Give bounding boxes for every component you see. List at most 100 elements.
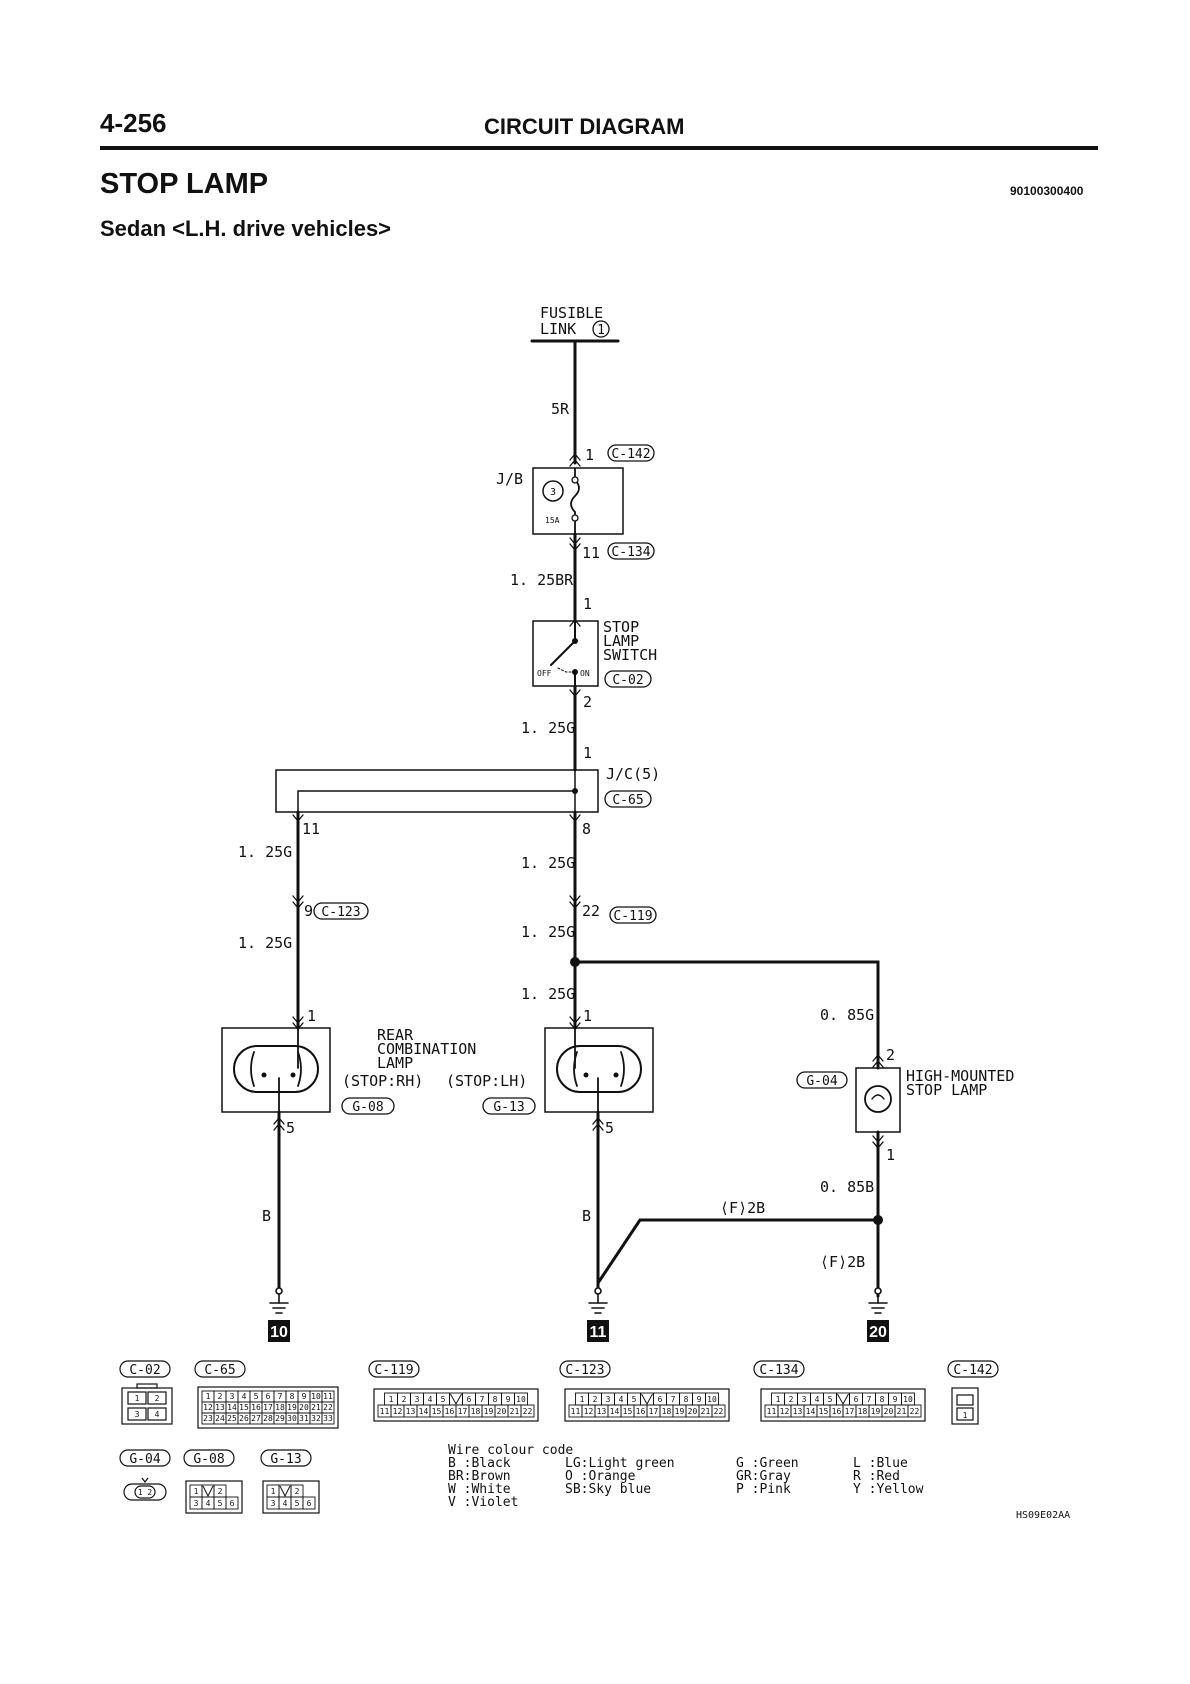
connector-pin-label: 4 (428, 1395, 433, 1404)
g04-pins: 1 2 (138, 1488, 153, 1497)
header-rule (100, 146, 1098, 150)
switch-label-1: STOP (603, 618, 639, 636)
connector-pin-label: 21 (701, 1407, 711, 1416)
rear-lamp-rh-box (221, 1027, 331, 1113)
wire-colour-r: R :Red (853, 1469, 900, 1484)
connector-pin-label: 3 (230, 1392, 235, 1401)
wire-label-b-left: B (262, 1207, 271, 1225)
connector-pin-label: 29 (275, 1414, 285, 1423)
fusible-link-label: FUSIBLE (540, 304, 603, 322)
pin-c119: 22 (582, 902, 600, 920)
high-mounted-label-1: HIGH-MOUNTED (906, 1067, 1014, 1085)
connector-pin-label: 22 (523, 1407, 533, 1416)
joint-connector-box (275, 769, 599, 813)
c02-pin-2: 2 (155, 1394, 160, 1403)
connector-pin-label: 1 (389, 1395, 394, 1404)
pin-switch-out: 2 (583, 693, 592, 711)
connector-pin-label: 1 (580, 1395, 585, 1404)
connector-pin-label: 15 (623, 1407, 633, 1416)
switch-label-2: LAMP (603, 632, 639, 650)
legend-g13: G-13 (270, 1452, 301, 1467)
connector-pin-label: 21 (311, 1403, 321, 1412)
connector-pin-label: 5 (254, 1392, 259, 1401)
connector-pin-label: 19 (871, 1407, 881, 1416)
fuse-icon (570, 468, 580, 535)
stop-lamp-switch-box (532, 620, 599, 687)
wire-label-085b: 0. 85B (820, 1178, 874, 1196)
legend-g08: G-08 (193, 1452, 224, 1467)
connector-pin-label: 4 (283, 1499, 288, 1508)
connector-pin-label: 14 (610, 1407, 620, 1416)
c02-pin-1: 1 (135, 1394, 140, 1403)
connector-pin-label: 9 (893, 1395, 898, 1404)
connector-pin-label: 2 (295, 1487, 300, 1496)
connector-pin-label: 3 (415, 1395, 420, 1404)
ground-symbol-10 (269, 1287, 289, 1314)
ground-label-10: 10 (270, 1324, 288, 1341)
connector-pin-label: 13 (597, 1407, 607, 1416)
wire-colour-o: O :Orange (565, 1469, 636, 1484)
connector-pin-label: 33 (323, 1414, 333, 1423)
stop-lh-label: (STOP:LH) (446, 1072, 527, 1090)
wire-label-125g-left1: 1. 25G (238, 843, 292, 861)
rear-lamp-lh-box (544, 1027, 654, 1113)
connector-pin-label: 5 (632, 1395, 637, 1404)
rear-lamp-label-3: LAMP (377, 1054, 413, 1072)
legend-c142: C-142 (953, 1363, 992, 1378)
connector-pin-label: 13 (406, 1407, 416, 1416)
connector-pin-label: 7 (867, 1395, 872, 1404)
pin-jc-left: 11 (302, 820, 320, 838)
connector-pin-label: 8 (684, 1395, 689, 1404)
ground-label-20: 20 (869, 1324, 887, 1341)
connector-pin-label: 8 (880, 1395, 885, 1404)
wire-colour-gr: GR:Gray (736, 1469, 791, 1484)
connector-pin-label: 6 (467, 1395, 472, 1404)
stop-rh-label: (STOP:RH) (342, 1072, 423, 1090)
connector-pin-label: 13 (215, 1403, 225, 1412)
connector-pin-label: 14 (227, 1403, 237, 1412)
connector-pin-label: 26 (239, 1414, 249, 1423)
connector-pin-label: 19 (675, 1407, 685, 1416)
connector-pin-label: 2 (218, 1392, 223, 1401)
connector-pin-label: 16 (636, 1407, 646, 1416)
wire-label-125g-mid3: 1. 25G (521, 985, 575, 1003)
ground-symbol-11 (588, 1287, 608, 1314)
connector-pin-label: 15 (819, 1407, 829, 1416)
connector-pin-label: 11 (380, 1407, 390, 1416)
switch-on-label: ON (580, 669, 590, 678)
wire-label-f2b-right: ⟨F⟩2B (820, 1253, 865, 1271)
connector-pin-label: 2 (218, 1487, 223, 1496)
fuse-number-circle (542, 480, 564, 502)
wire-colour-sb: SB:Sky blue (565, 1482, 651, 1497)
high-mounted-label-2: STOP LAMP (906, 1081, 987, 1099)
connector-pin-label: 30 (287, 1414, 297, 1423)
junction-block-label: J/B (496, 470, 523, 488)
wire-colour-b: B :Black (448, 1456, 511, 1471)
connector-c142: C-142 (611, 447, 650, 462)
ground-label-11: 11 (590, 1324, 607, 1341)
connector-pin-label: 7 (278, 1392, 283, 1401)
section-title: CIRCUIT DIAGRAM (484, 114, 685, 139)
ground-box-11 (587, 1320, 609, 1342)
connector-c65: C-65 (612, 793, 643, 808)
wire-colour-lg: LG:Light green (565, 1456, 675, 1471)
connector-pin-label: 20 (884, 1407, 894, 1416)
connector-pin-label: 25 (227, 1414, 237, 1423)
c02-connector-face (121, 1383, 173, 1425)
wire-colour-g: G :Green (736, 1456, 799, 1471)
connector-pin-cell (225, 1496, 239, 1510)
document-code: 90100300400 (1010, 184, 1084, 198)
wire-085g (573, 960, 880, 1070)
connector-pin-label: 18 (471, 1407, 481, 1416)
pin-lamp-lh-in: 1 (583, 1007, 592, 1025)
connector-pin-label: 11 (323, 1392, 333, 1401)
connector-pin-cell (907, 1404, 922, 1418)
bulb-rh-icon (233, 1045, 319, 1093)
connector-pin-label: 17 (845, 1407, 855, 1416)
connector-pin-label: 2 (593, 1395, 598, 1404)
connector-pin-label: 15 (239, 1403, 249, 1412)
pin-hm-out: 1 (886, 1146, 895, 1164)
